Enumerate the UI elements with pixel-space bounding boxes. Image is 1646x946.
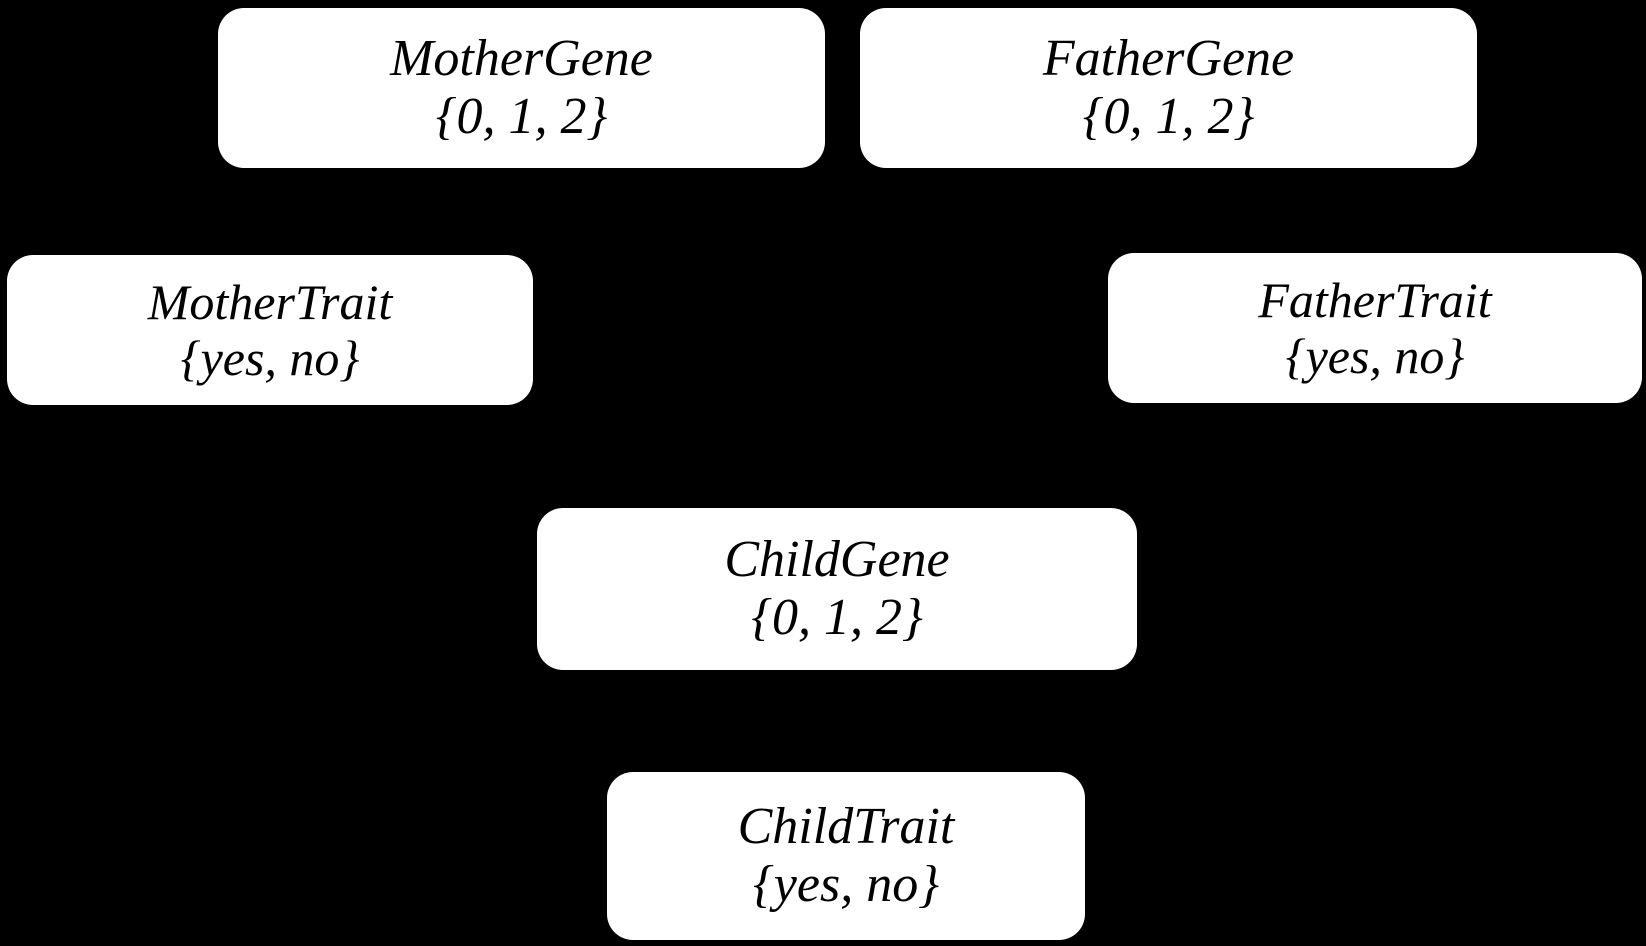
node-father-trait[interactable]: FatherTrait {yes, no} — [1108, 253, 1642, 403]
node-child-trait[interactable]: ChildTrait {yes, no} — [607, 772, 1085, 940]
node-father-trait-domain: {yes, no} — [1285, 328, 1465, 384]
node-father-gene-domain: {0, 1, 2} — [1082, 88, 1255, 145]
node-father-trait-label: FatherTrait — [1258, 272, 1492, 328]
node-mother-gene[interactable]: MotherGene {0, 1, 2} — [218, 8, 825, 168]
node-mother-trait-domain: {yes, no} — [180, 330, 360, 386]
node-child-gene[interactable]: ChildGene {0, 1, 2} — [537, 508, 1137, 670]
node-mother-trait-label: MotherTrait — [147, 274, 393, 330]
node-child-trait-domain: {yes, no} — [753, 856, 939, 913]
node-mother-trait[interactable]: MotherTrait {yes, no} — [7, 255, 533, 405]
node-child-trait-label: ChildTrait — [737, 797, 955, 855]
node-mother-gene-domain: {0, 1, 2} — [435, 88, 608, 145]
node-child-gene-domain: {0, 1, 2} — [751, 589, 923, 646]
node-mother-gene-label: MotherGene — [390, 29, 653, 87]
node-father-gene-label: FatherGene — [1042, 29, 1295, 87]
node-father-gene[interactable]: FatherGene {0, 1, 2} — [860, 8, 1477, 168]
node-child-gene-label: ChildGene — [724, 530, 950, 588]
